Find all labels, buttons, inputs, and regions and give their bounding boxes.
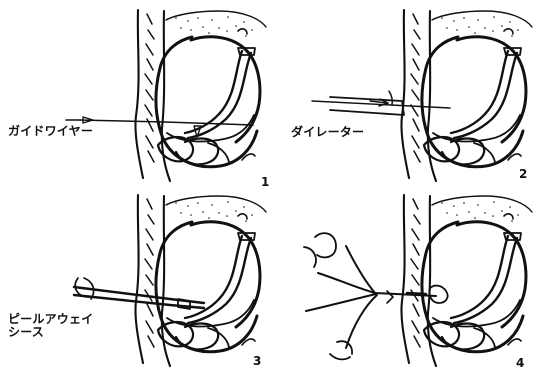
procedure-panel-1: ガイドワイヤー 1: [0, 0, 266, 185]
panel-illustration: [0, 0, 266, 185]
panel-number: 4: [516, 357, 524, 369]
panel-number: 2: [519, 168, 527, 180]
panel-number: 3: [253, 355, 261, 367]
panel-illustration: [0, 185, 266, 370]
dilator-label: ダイレーター: [291, 126, 364, 139]
panel-illustration: [266, 0, 532, 185]
panel-label-line: ピールアウェイ: [8, 313, 93, 326]
panel-label-line: ガイドワイヤー: [8, 125, 93, 138]
panel-illustration: [266, 185, 532, 370]
procedure-panel-4: 4: [266, 185, 532, 370]
procedure-panel-3: ピールアウェイ シース 3: [0, 185, 266, 370]
peel-away-sheath-label: ピールアウェイ シース: [8, 313, 93, 340]
guidewire-label: ガイドワイヤー: [8, 125, 93, 138]
procedure-panel-2: ダイレーター 2: [266, 0, 532, 185]
panel-label-line: ダイレーター: [291, 126, 364, 139]
panel-label-line: シース: [8, 326, 93, 339]
